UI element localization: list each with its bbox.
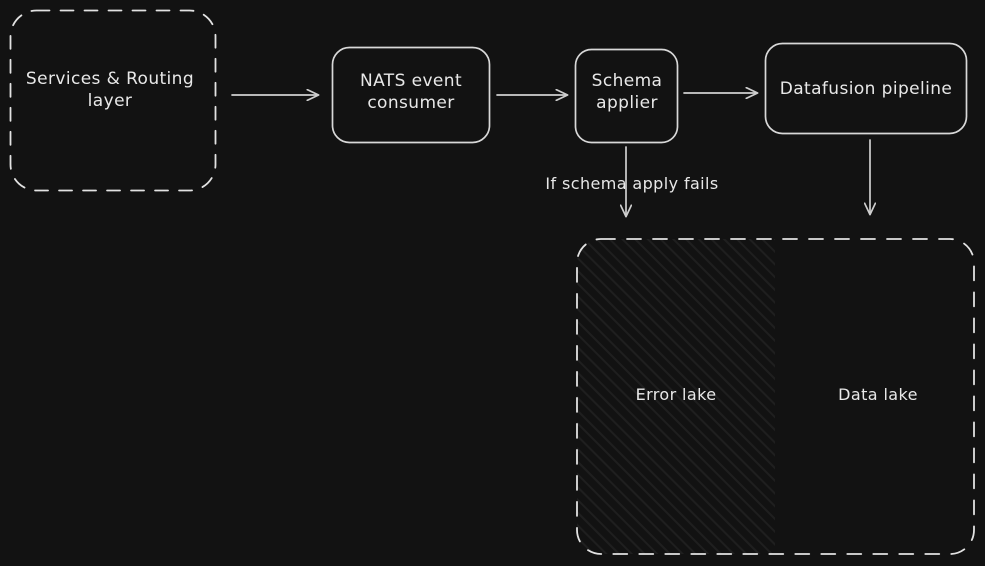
- node-nats-event-consumer: [331, 46, 491, 144]
- error-lake-hatch-fill: [577, 239, 775, 554]
- nats-box-border: [331, 46, 491, 144]
- datafusion-box-border: [764, 42, 968, 135]
- schema-applier-box-border: [574, 48, 679, 144]
- lake-zone-box-border: [576, 238, 975, 555]
- services-routing-box-border: [9, 9, 217, 192]
- node-services-routing-layer: [9, 9, 217, 192]
- node-datafusion-pipeline: [764, 42, 968, 135]
- node-schema-applier: [574, 48, 679, 144]
- node-lake-zone: [576, 238, 975, 555]
